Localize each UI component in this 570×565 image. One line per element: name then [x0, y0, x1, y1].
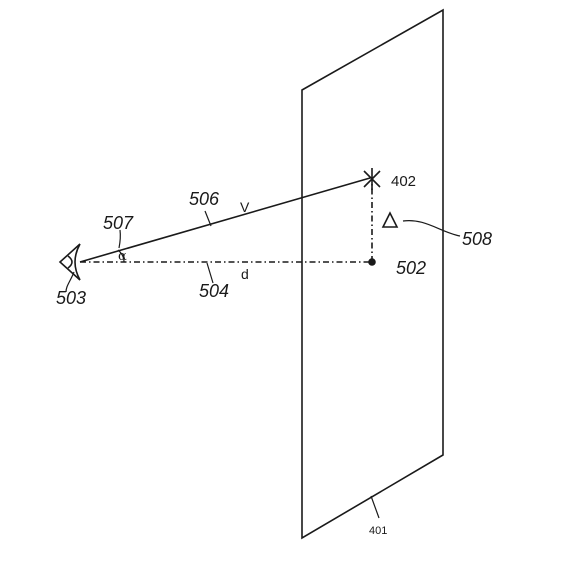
label-402: 402: [391, 173, 416, 190]
label-504: 504: [199, 281, 229, 301]
leader-507: [118, 229, 121, 249]
angle-arc-alpha: [117, 249, 125, 263]
label-502: 502: [396, 258, 426, 278]
view-line-506: [79, 177, 371, 263]
leader-503: [65, 271, 75, 293]
point-502: [368, 258, 376, 266]
symbol-alpha: α: [118, 249, 127, 264]
label-506: 506: [189, 189, 220, 209]
leader-504: [206, 262, 214, 284]
leader-508: [402, 220, 461, 237]
eye-icon: [58, 243, 81, 281]
label-503: 503: [56, 288, 86, 308]
label-508: 508: [462, 229, 492, 249]
label-401: 401: [369, 525, 387, 537]
leader-401: [370, 495, 380, 519]
star-marker-402: [363, 168, 381, 190]
display-plane: [301, 8, 444, 540]
leader-506: [204, 210, 212, 227]
label-507: 507: [103, 213, 134, 233]
triangle-marker-508: [381, 211, 399, 228]
symbol-v: V: [240, 199, 250, 215]
symbol-d: d: [241, 266, 249, 282]
